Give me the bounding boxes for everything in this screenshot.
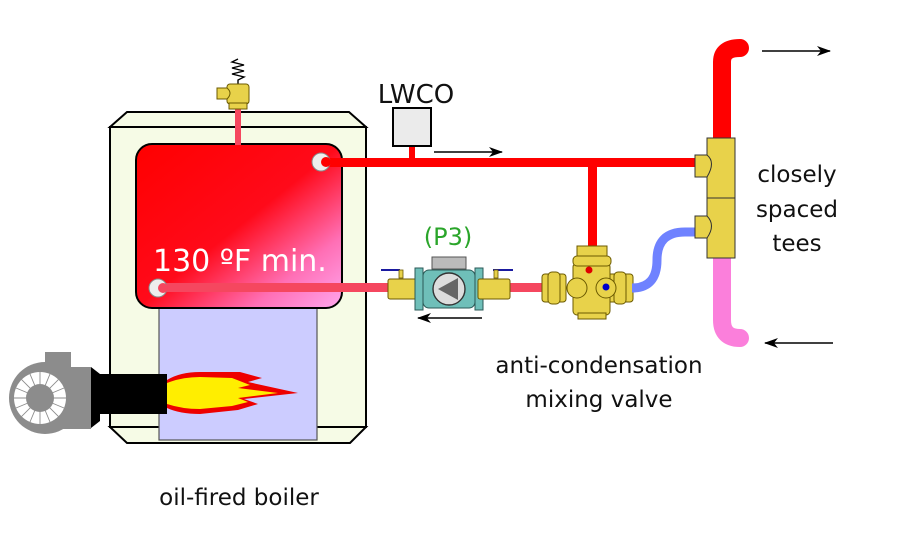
lwco-box [392, 107, 432, 160]
supply-pipe [320, 158, 700, 250]
tank-supply-fitting [311, 152, 331, 172]
lwco-label: LWCO [378, 80, 454, 110]
oil-burner-icon [9, 352, 167, 434]
bypass-pipe [631, 227, 705, 293]
mixing-valve-label-line2: mixing valve [525, 387, 672, 413]
relief-pipe [235, 107, 241, 145]
mixing-valve-label-line1: anti-condensation [495, 353, 702, 379]
primary-supply-riser [713, 39, 749, 147]
tank-return-fitting [148, 278, 168, 298]
primary-return-riser [713, 247, 749, 347]
boiler-return-pipe [158, 283, 390, 292]
tank-temperature-label: 130 ºF min. [153, 244, 327, 279]
tees-label-line2: spaced [756, 197, 838, 223]
tees-label-line1: closely [757, 162, 836, 188]
circulator-pump-icon [381, 256, 513, 311]
mixing-valve-icon [541, 245, 634, 320]
pump-label: (P3) [424, 223, 472, 251]
pump-to-valve-pipe [500, 283, 548, 292]
closely-spaced-tees-icon [694, 137, 736, 259]
relief-valve-icon [216, 58, 250, 110]
firebox [158, 299, 318, 441]
flame-icon [167, 372, 298, 414]
tees-label-line3: tees [772, 231, 821, 257]
boiler-label: oil-fired boiler [159, 485, 319, 511]
